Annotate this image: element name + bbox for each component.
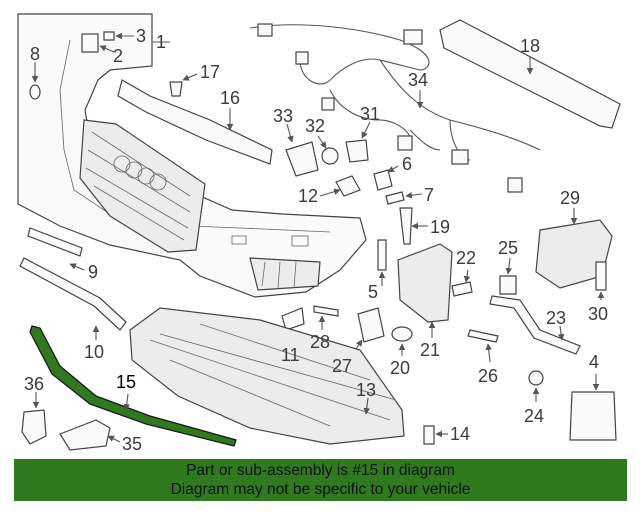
part-31-sensor (345, 139, 369, 163)
part-28-bolt (313, 305, 339, 317)
callout-5: 5 (368, 282, 378, 302)
callout-6: 6 (402, 154, 412, 174)
callout-2: 2 (113, 46, 123, 66)
callout-17: 17 (200, 62, 220, 82)
callout-10: 10 (84, 342, 104, 362)
callout-9: 9 (88, 262, 98, 282)
part-19-bolt (399, 207, 413, 245)
callout-7: 7 (424, 185, 434, 205)
callout-18: 18 (520, 36, 540, 56)
callout-32: 32 (305, 116, 325, 136)
callout-34: 34 (408, 70, 428, 90)
part-11-cap (281, 307, 305, 331)
part-35-sensor-bracket (59, 419, 111, 451)
callout-21: 21 (420, 340, 440, 360)
info-banner: Part or sub-assembly is #15 in diagram D… (14, 459, 627, 501)
callout-1: 1 (156, 32, 166, 52)
part-22-bolt (451, 281, 473, 297)
part-6-nut (373, 169, 393, 191)
callout-23: 23 (546, 308, 566, 328)
part-5-stud (377, 239, 387, 271)
callout-16: 16 (220, 88, 240, 108)
part-2-bracket (81, 33, 99, 53)
part-14-bolt (423, 425, 435, 445)
callout-25: 25 (498, 238, 518, 258)
part-13-lower-shield (129, 307, 405, 445)
part-8-grommet (29, 84, 41, 100)
banner-line-2: Diagram may not be specific to your vehi… (170, 481, 471, 498)
callout-4: 4 (589, 352, 599, 372)
callout-15: 15 (116, 372, 136, 392)
part-9-trim (27, 227, 83, 257)
callout-20: 20 (390, 358, 410, 378)
part-32-ring (321, 147, 339, 165)
part-4-hardware-bag (569, 391, 617, 441)
part-20-nut (391, 326, 413, 342)
part-16-bracket (117, 79, 273, 165)
callout-27: 27 (332, 356, 352, 376)
callout-22: 22 (456, 248, 476, 268)
part-30-screw (595, 261, 607, 291)
part-10-trim (19, 257, 127, 331)
part-26-pin (467, 329, 499, 343)
callout-36: 36 (24, 374, 44, 394)
callout-11: 11 (281, 345, 300, 365)
callout-31: 31 (360, 104, 380, 124)
part-27-bracket (357, 307, 385, 343)
banner-line-1: Part or sub-assembly is #15 in diagram (186, 462, 455, 479)
callout-8: 8 (30, 44, 40, 64)
parts-diagram: 1 2 3 4 5 6 7 8 9 10 11 12 13 14 15 16 1… (17, 13, 621, 454)
part-3-screw (103, 31, 115, 41)
part-33-cover (285, 141, 319, 177)
callout-3: 3 (136, 26, 146, 46)
callout-24: 24 (524, 406, 544, 426)
callout-35: 35 (122, 434, 142, 454)
callout-19: 19 (430, 217, 450, 237)
callout-14: 14 (450, 424, 470, 444)
callout-12: 12 (298, 186, 318, 206)
part-23-strap (489, 295, 581, 355)
part-17-clip (169, 81, 183, 97)
part-25-clip (499, 275, 517, 295)
part-34-wiring-harness (249, 23, 541, 193)
part-7-bolt (385, 191, 405, 205)
part-36-sensor (21, 409, 47, 445)
callout-28: 28 (310, 332, 330, 352)
callout-30: 30 (588, 304, 608, 324)
part-21-mount (397, 243, 453, 323)
bumper-cover (17, 13, 367, 298)
callout-26: 26 (478, 366, 498, 386)
part-12-bracket (335, 175, 361, 197)
part-15-highlighted-trim (29, 325, 237, 447)
rings-logo (113, 155, 167, 191)
callout-33: 33 (273, 106, 293, 126)
part-24-screw (528, 370, 544, 386)
callout-13: 13 (356, 380, 376, 400)
callout-29: 29 (560, 188, 580, 208)
